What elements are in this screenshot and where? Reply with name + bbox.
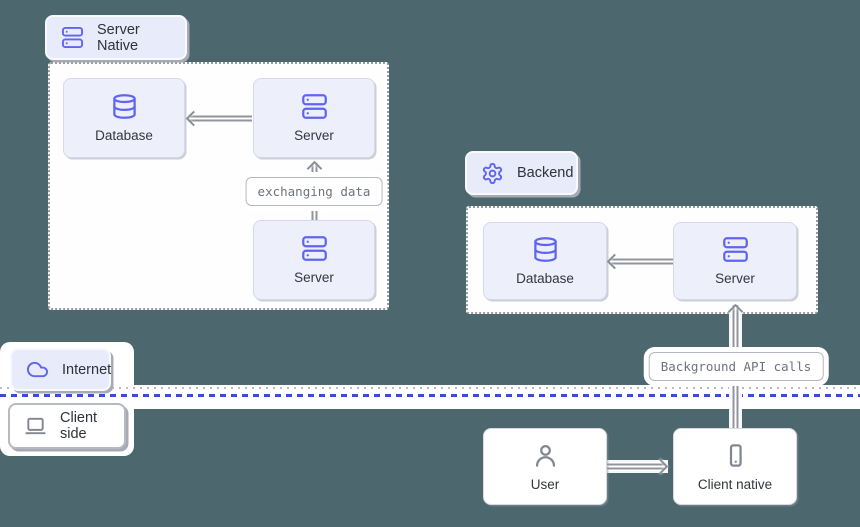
laptop-icon: [24, 415, 47, 438]
smartphone-icon: [722, 442, 749, 469]
server-icon: [61, 26, 84, 49]
server-icon: [301, 93, 328, 120]
node-label: Database: [95, 128, 153, 143]
node-label: User: [530, 476, 560, 492]
edge-user-to-client-native: [606, 462, 666, 471]
node-server[interactable]: Server: [673, 222, 797, 300]
group-label-text: Backend: [517, 165, 574, 181]
database-icon: [532, 236, 559, 263]
node-server[interactable]: Server: [253, 220, 375, 300]
node-user[interactable]: User: [483, 428, 607, 505]
internet-divider-strip: [0, 385, 860, 409]
cloud-icon: [26, 358, 49, 381]
zone-label-text: Internet: [62, 361, 112, 378]
node-client-native[interactable]: Client native: [673, 428, 797, 505]
node-database[interactable]: Database: [483, 222, 607, 300]
group-label-backend[interactable]: Backend: [465, 151, 578, 195]
server-icon: [722, 236, 749, 263]
user-icon: [532, 442, 559, 469]
node-label: Database: [516, 271, 574, 286]
divider-gray-dotted-line: [0, 387, 860, 389]
edge-label-background-api-calls[interactable]: Background API calls: [648, 352, 824, 381]
zone-label-text: Client side: [60, 410, 98, 442]
node-server[interactable]: Server: [253, 78, 375, 158]
node-label: Server: [294, 128, 334, 143]
zone-label-client-side[interactable]: Client side: [8, 403, 126, 449]
edge-server-to-database: [188, 114, 252, 123]
group-label-text: Server Native: [97, 21, 140, 54]
database-icon: [111, 93, 138, 120]
divider-blue-dashed-line: [0, 394, 860, 397]
edge-backend-server-to-database: [609, 257, 673, 266]
group-label-server-native[interactable]: Server Native: [45, 15, 187, 60]
gear-icon: [481, 162, 504, 185]
node-label: Client native: [697, 476, 773, 492]
edge-label-exchanging-data[interactable]: exchanging data: [245, 177, 383, 206]
node-label: Server: [294, 270, 334, 285]
node-database[interactable]: Database: [63, 78, 185, 158]
zone-label-internet[interactable]: Internet: [10, 348, 111, 391]
node-label: Server: [715, 271, 755, 286]
server-icon: [301, 235, 328, 262]
